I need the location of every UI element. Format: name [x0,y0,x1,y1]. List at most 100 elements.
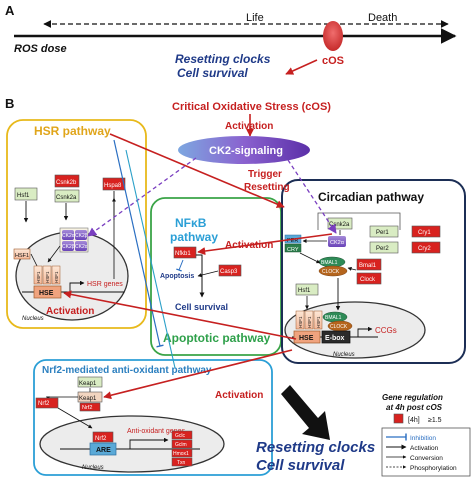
circadian-hsf1-gene-label: Hsf1 [298,288,311,294]
hsr-ck2b-node-2 [62,241,74,251]
legend-phosphorylation-label: Phosphorylation [410,465,457,472]
circadian-to-nrf2-activation-arrow [103,349,293,400]
panel-b: B Critical Oxidative Stress (cOS) Activa… [5,96,471,477]
resetting-label: Resetting [244,182,290,193]
clock-gene-label: Clock [360,277,376,283]
per1-gene [369,225,399,238]
nrf2-nucleus [39,415,225,473]
death-label: Death [368,12,397,24]
circadian-nucleus [284,301,426,359]
circadian-clock-protein [318,265,348,277]
nrf2-activation-label: Activation [215,390,263,401]
txn-gene [171,457,193,467]
legend-title-line-1: Gene regulation [382,393,443,402]
panel-b-label: B [5,96,14,111]
hsr-nucleus-label: Nucleus [22,316,44,322]
per1-gene-label: Per1 [376,230,389,236]
nfkb1-gene [173,246,197,259]
casp3-gene-label: Casp3 [220,269,238,275]
circadian-csnk2a-gene-label: Csnk2a [329,222,350,228]
cos-to-hsr-activation-arrow [109,133,285,208]
nrf2-protein-cytoplasm [79,402,101,412]
circadian-hse-element [293,330,321,344]
nfkb-title-line-1: NFκB [175,216,207,230]
gclm-gene [171,439,193,449]
circadian-title: Circadian pathway [318,190,424,204]
outcome-big-arrow [281,385,330,440]
nrf2-protein-released [35,397,59,409]
circadian-hsf1-trimer-3 [313,310,323,330]
circadian-clock-protein-label: CLOCK [322,269,340,275]
nrf2-keap1-gene-top [77,376,103,388]
nfkb-cell-survival-label: Cell survival [175,302,228,312]
hsr-hse-element [33,285,62,299]
clock-gene [356,272,382,285]
hsr-ck2a-node-1-label: CK2α [62,233,75,239]
hsr-hsf1-monomer-label: HSF1 [15,253,29,259]
panel-a: A Life Death ROS dose cOS Resetting cloc… [5,3,457,80]
hspa8-inhibition-line [113,139,164,348]
circadian-pathway-box [281,179,466,364]
hsr-hspa8-gene [102,177,126,191]
apoptosis-label: Apoptosis [160,273,194,280]
cos-activation-label: Activation [225,121,273,132]
nrf2-pathway-box [33,359,273,476]
nrf2-keap1-gene-top-label: Keap1 [79,381,97,387]
nrf2-protein-cytoplasm-label: Nrf2 [82,405,92,411]
hsr-csnk2a-gene-label: Csnk2a [56,195,77,201]
circadian-hsf1-trimer-3-label: HSF1 [316,316,321,328]
ck2-to-hsr-dashed-arrow [87,157,197,237]
hsr-gene-to-apoptosis-line [125,149,176,369]
hsr-csnk2a-gene [54,189,80,203]
cry1-gene [411,225,441,238]
legend-title-line-2: at 4h post cOS [386,403,443,412]
circadian-transcription-arrow [357,326,373,337]
hsr-transcription-arrow [69,280,85,292]
nrf2-transcription-arrow [129,437,169,449]
circadian-cry-node [284,243,302,253]
circadian-hsf1-trimer-1 [295,310,305,330]
hmox1-gene [171,448,193,458]
hsr-csnk2b-gene-label: Csnk2b [56,180,77,186]
circadian-to-hsr-activation-arrow [63,290,297,340]
hsr-ck2b-node-2-label: CK2β [62,244,75,250]
nfkb-title-line-2: pathway [170,230,218,244]
hsr-hsf1-trimer-2-label: HSF1 [45,271,50,283]
hsr-ck2a-node-2 [75,241,87,251]
nfkb1-gene-label: Nfkb1 [175,251,191,257]
panel-a-resetting-clocks: Resetting clocks [175,52,271,66]
legend-activation-label: Activation [410,445,439,452]
gclm-gene-label: Gclm [175,442,187,448]
txn-gene-label: Txn [177,460,186,466]
ccgs-label: CCGs [375,326,397,335]
hsr-ck2a-node-2-label: CK2α [75,244,88,250]
hsr-title: HSR pathway [34,124,111,138]
hsr-hsf1-gene [14,187,38,201]
bmal1-clock-to-dimer-arrow [347,266,357,271]
circadian-to-nfkb-activation-arrow [197,233,333,256]
circadian-nucleus-label: Nucleus [333,352,355,358]
nrf2-protein-nuclear-label: Nrf2 [95,436,107,442]
legend-fold-value: ≥1.5 [428,417,442,424]
circadian-per-node-label: PER [287,238,298,244]
hsr-hsf1-trimer-3 [51,265,61,285]
nrf2-nuclear-entry-arrow [57,407,93,429]
anti-oxidant-genes-label: Anti-oxidant genes [127,428,185,435]
outcome-cell-survival: Cell survival [256,457,345,474]
hsr-hsf1-trimer-3-label: HSF1 [54,271,59,283]
circadian-hsf1-trimer-1-label: HSF1 [298,316,303,328]
hsr-ck2b-node-1 [75,230,87,240]
circadian-hsf1-gene [295,283,319,296]
hsr-hsf1-trimer-1-label: HSF1 [36,271,41,283]
gclc-gene-label: Gclc [175,433,186,439]
hsr-hsf1-gene-label: Hsf1 [17,193,30,199]
hsr-csnk2b-gene [54,174,80,188]
nrf2-title: Nrf2-mediated anti-oxidant pathway [42,365,212,376]
panel-a-label: A [5,3,15,18]
circadian-feedback-bracket [317,212,401,230]
ck2-signaling-label: CK2-signaling [209,145,283,157]
bmal1-gene-label: Bmal1 [359,263,377,269]
are-element [89,442,117,456]
cos-title: Critical Oxidative Stress (cOS) [172,101,331,113]
